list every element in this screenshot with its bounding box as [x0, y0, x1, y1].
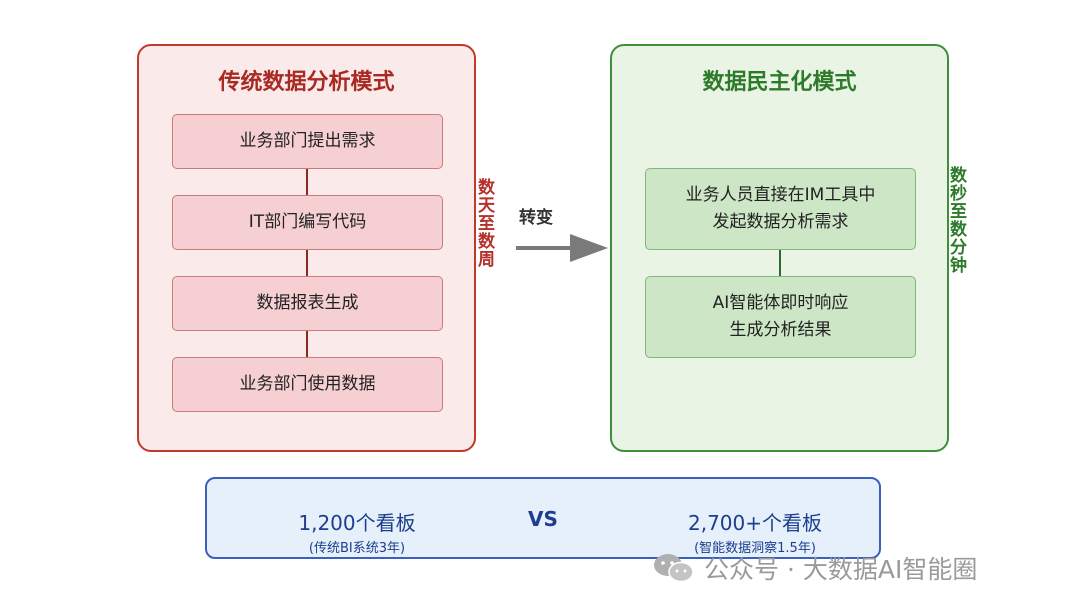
comparison-box: 1,200个看板 (传统BI系统3年) VS 2,700+个看板 (智能数据洞察…	[205, 477, 881, 559]
traditional-step-2: IT部门编写代码	[172, 195, 443, 250]
traditional-mode-title: 传统数据分析模式	[218, 70, 395, 95]
traditional-connector-3	[306, 331, 308, 357]
traditional-connector-1	[306, 169, 308, 195]
traditional-mode-panel: 传统数据分析模式 业务部门提出需求 IT部门编写代码 数据报表生成 业务部门使用…	[137, 44, 476, 452]
traditional-duration-label: 数天至数周	[474, 178, 494, 268]
watermark: 公众号 · 大数据AI智能圈	[652, 550, 977, 586]
democratized-connector-1	[779, 250, 781, 276]
democratized-duration-label: 数秒至数分钟	[946, 166, 966, 274]
democratized-step-2: AI智能体即时响应 生成分析结果	[645, 276, 916, 358]
smart-board-note: (智能数据洞察1.5年)	[694, 541, 816, 556]
wechat-icon	[654, 554, 694, 583]
traditional-step-1: 业务部门提出需求	[172, 114, 443, 169]
democratized-step-1-line-2: 发起数据分析需求	[712, 212, 849, 232]
versus-label: VS	[528, 507, 558, 531]
traditional-board-note: (传统BI系统3年)	[308, 541, 406, 556]
right-arrow-icon	[516, 234, 608, 262]
smart-board-count: 2,700+个看板	[687, 511, 822, 535]
democratized-step-1-line-1: 业务人员直接在IM工具中	[685, 185, 876, 205]
traditional-step-4: 业务部门使用数据	[172, 357, 443, 412]
traditional-board-count: 1,200个看板	[298, 511, 416, 535]
democratized-mode-panel: 数据民主化模式 业务人员直接在IM工具中 发起数据分析需求 AI智能体即时响应 …	[610, 44, 949, 452]
democratized-step-2-line-1: AI智能体即时响应	[712, 293, 849, 313]
democratized-step-1: 业务人员直接在IM工具中 发起数据分析需求	[645, 168, 916, 250]
democratized-mode-title: 数据民主化模式	[702, 70, 857, 95]
traditional-connector-2	[306, 250, 308, 276]
traditional-step-3: 数据报表生成	[172, 276, 443, 331]
democratized-step-2-line-2: 生成分析结果	[729, 320, 832, 340]
watermark-text: 公众号 · 大数据AI智能圈	[704, 555, 978, 584]
transition-label: 转变	[519, 208, 553, 228]
